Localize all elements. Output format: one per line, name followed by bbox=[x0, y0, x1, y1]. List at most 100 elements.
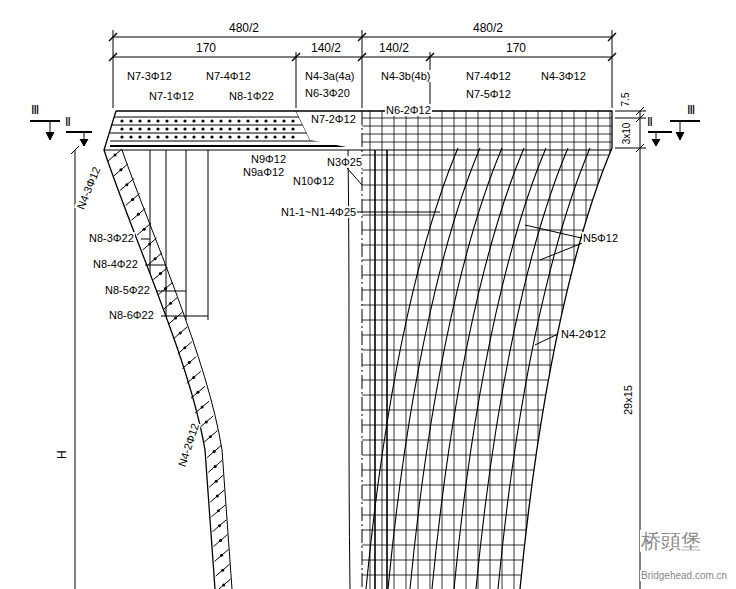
rebar-dot bbox=[264, 135, 267, 138]
rebar-hatch bbox=[143, 238, 157, 250]
rebar-dot bbox=[282, 135, 285, 138]
rebar-dot bbox=[165, 127, 168, 130]
rebar-dot bbox=[264, 127, 267, 130]
rebar-dot bbox=[156, 119, 159, 122]
drawing-label: N8-6Φ22 bbox=[108, 309, 155, 321]
rebar-hatch bbox=[211, 505, 225, 517]
rebar-line bbox=[394, 111, 395, 589]
drawing-label: N7-1Φ12 bbox=[148, 90, 195, 102]
drawing-label: 7.5 bbox=[621, 91, 632, 107]
rebar-hatch bbox=[212, 520, 226, 532]
rebar-hatch bbox=[120, 179, 134, 191]
rebar-dot bbox=[156, 127, 159, 130]
drawing-label: 140/2 bbox=[310, 42, 342, 55]
rebar-dot bbox=[129, 135, 132, 138]
rebar-dot bbox=[219, 135, 222, 138]
watermark: 桥頭堡 bbox=[640, 530, 702, 552]
rebar-line bbox=[362, 305, 615, 306]
rebar-hatch bbox=[215, 549, 229, 561]
rebar-hatch bbox=[148, 253, 162, 265]
drawing-label: N4-2Φ12 bbox=[175, 421, 201, 469]
rebar-dot bbox=[156, 135, 159, 138]
rebar-dot bbox=[183, 127, 186, 130]
drawing-label: Ⅱ bbox=[646, 116, 654, 129]
rebar-line bbox=[442, 111, 443, 589]
rebar-dot bbox=[291, 119, 294, 122]
rebar-line bbox=[454, 111, 455, 589]
rebar-line bbox=[362, 440, 615, 441]
rebar-dot bbox=[246, 127, 249, 130]
rebar-dot bbox=[209, 435, 212, 438]
rebar-hatch bbox=[210, 490, 224, 502]
rebar-line bbox=[362, 155, 615, 156]
rebar-dot bbox=[282, 119, 285, 122]
drawing-label: N4-3a(4a) bbox=[304, 70, 356, 82]
drawing-label: N8-4Φ22 bbox=[92, 258, 139, 270]
rebar-hatch bbox=[187, 371, 201, 383]
rebar-dot bbox=[120, 119, 123, 122]
rebar-line bbox=[598, 111, 599, 589]
rebar-dot bbox=[164, 287, 167, 290]
rebar-dot bbox=[237, 135, 240, 138]
drawing-label: N6-2Φ12 bbox=[385, 104, 432, 116]
watermark: Bridgehead.com.cn bbox=[640, 570, 728, 581]
rebar-dot bbox=[222, 584, 225, 587]
rebar-dot bbox=[138, 119, 141, 122]
rebar-line bbox=[362, 470, 615, 471]
rebar-dot bbox=[205, 420, 208, 423]
rebar-dot bbox=[264, 119, 267, 122]
rebar-line bbox=[406, 111, 407, 589]
rebar-dot bbox=[159, 272, 162, 275]
rebar-dot bbox=[138, 135, 141, 138]
rebar-line bbox=[362, 320, 615, 321]
rebar-line bbox=[362, 500, 615, 501]
rebar-dot bbox=[215, 480, 218, 483]
rebar-dot bbox=[214, 465, 217, 468]
rebar-dot bbox=[169, 302, 172, 305]
drawing-label: N9aΦ12 bbox=[242, 166, 285, 178]
rebar-hatch bbox=[173, 327, 187, 339]
rebar-line bbox=[574, 111, 575, 589]
drawing-label: N5Φ12 bbox=[582, 232, 619, 244]
rebar-line bbox=[382, 111, 383, 589]
rebar-line bbox=[362, 275, 615, 276]
rebar-hatch bbox=[207, 446, 221, 458]
rebar-line bbox=[362, 260, 615, 261]
rebar-dot bbox=[213, 450, 216, 453]
rebar-hatch bbox=[178, 342, 192, 354]
drawing-label: N8-1Φ22 bbox=[228, 90, 275, 102]
rebar-dot bbox=[129, 127, 132, 130]
rebar-hatch bbox=[159, 282, 173, 294]
rebar-line bbox=[502, 111, 503, 589]
drawing-label: N3Φ25 bbox=[326, 156, 363, 168]
drawing-label: N8-3Φ22 bbox=[88, 232, 135, 244]
rebar-dot bbox=[273, 127, 276, 130]
drawing-label: 3x10 bbox=[622, 121, 633, 145]
rebar-line bbox=[362, 410, 615, 411]
drawing-label: N10Φ12 bbox=[292, 175, 335, 187]
drawing-label: N1-1~N1-4Φ25 bbox=[280, 206, 357, 218]
main-bar bbox=[386, 150, 388, 589]
drawing-label: 170 bbox=[195, 42, 217, 55]
rebar-line bbox=[362, 575, 615, 576]
rebar-hatch bbox=[203, 431, 217, 443]
rebar-dot bbox=[188, 361, 191, 364]
rebar-dot bbox=[192, 119, 195, 122]
rebar-dot bbox=[120, 127, 123, 130]
rebar-dot bbox=[174, 119, 177, 122]
rebar-hatch bbox=[209, 475, 223, 487]
rebar-hatch bbox=[208, 460, 222, 472]
drawing-label: N4-2Φ12 bbox=[560, 328, 607, 340]
rebar-dot bbox=[165, 135, 168, 138]
rebar-hatch bbox=[217, 579, 231, 589]
rebar-hatch bbox=[114, 164, 128, 176]
rebar-dot bbox=[147, 135, 150, 138]
rebar-dot bbox=[218, 524, 221, 527]
rebar-dot bbox=[216, 495, 219, 498]
rebar-hatch bbox=[137, 223, 151, 235]
rebar-dot bbox=[201, 406, 204, 409]
rebar-dot bbox=[291, 127, 294, 130]
rebar-dot bbox=[174, 317, 177, 320]
drawing-label: Ⅱ bbox=[64, 116, 72, 129]
rebar-dot bbox=[196, 391, 199, 394]
